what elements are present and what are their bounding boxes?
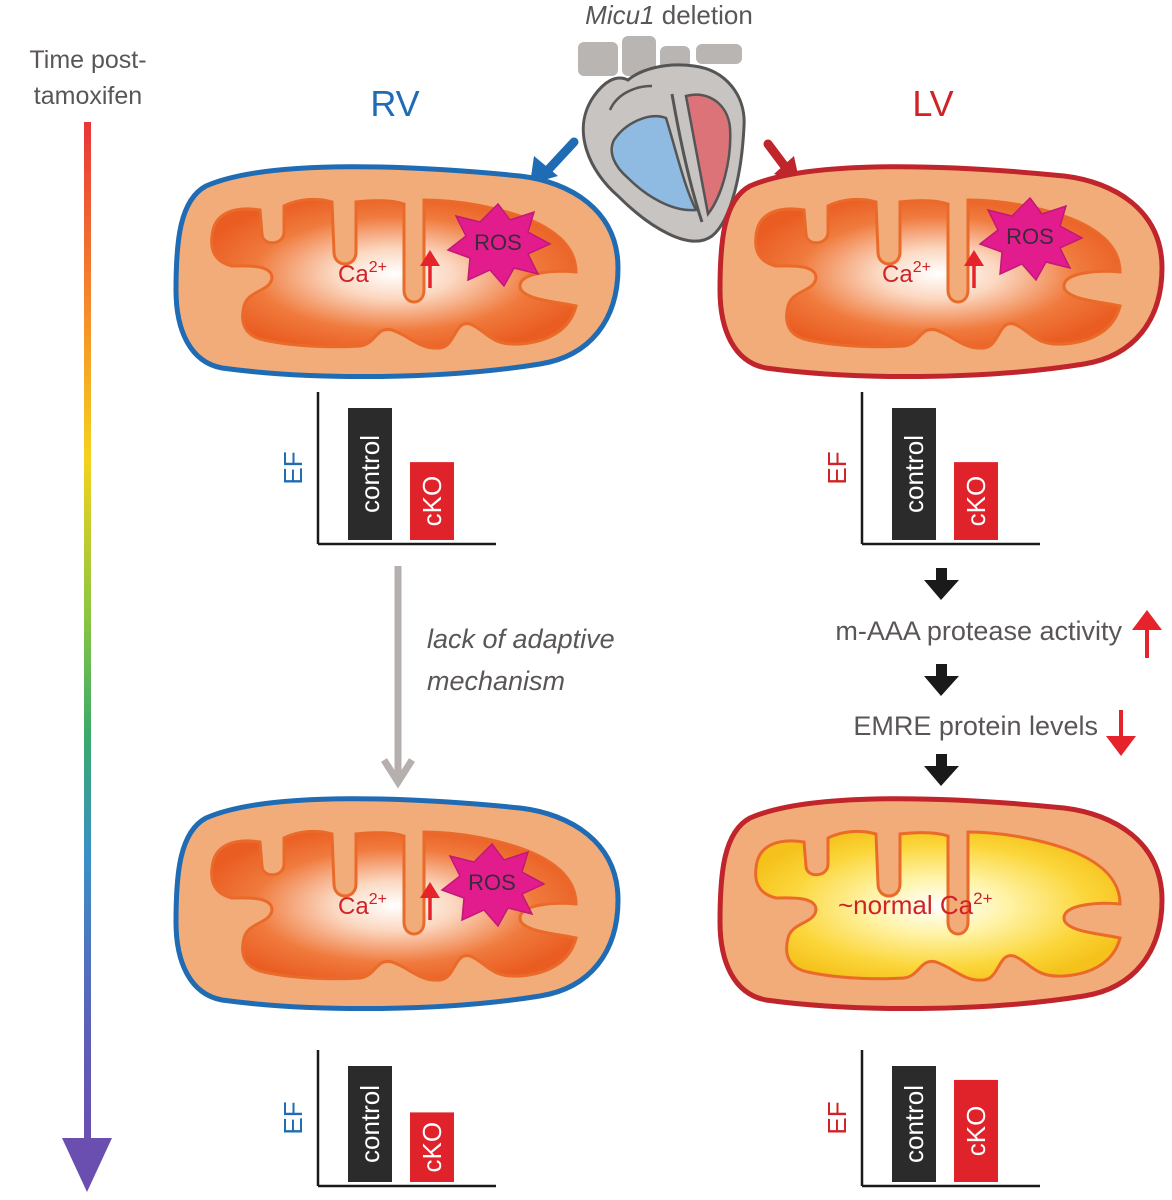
heart-septum — [670, 93, 704, 223]
bar-control — [892, 1066, 936, 1182]
rv-mito-bottom: ROS Ca2+ — [173, 796, 621, 1012]
bar-label-cko: cKO — [417, 1122, 447, 1173]
heart-lv-chamber — [684, 93, 732, 217]
rv-mito-top: ROS Ca2+ — [173, 164, 621, 380]
time-axis-label-line2: tamoxifen — [34, 82, 142, 110]
ca-up-arrow — [964, 250, 984, 288]
ef-chart-rv-late: EF control cKO — [278, 1050, 496, 1188]
ros-label: ROS — [474, 230, 522, 255]
ca-label: Ca2+ — [882, 259, 931, 288]
ef-chart-lv-late: EF control cKO — [822, 1050, 1040, 1188]
heart-illustration: Micu1 deletion — [578, 0, 753, 243]
heart-rv-chamber — [610, 115, 698, 212]
lv-flow-arrow-2 — [924, 664, 959, 696]
rv-note-line2: mechanism — [427, 666, 565, 696]
bar-label-cko: cKO — [417, 476, 447, 527]
lv-mito-top: ROS Ca2+ — [717, 164, 1165, 380]
heart-vessel-2 — [622, 36, 656, 76]
ros-burst: ROS — [979, 197, 1083, 281]
lv-label: LV — [912, 83, 953, 124]
y-axis-label: EF — [822, 451, 852, 484]
bar-control — [892, 408, 936, 540]
heart-inner-wall — [608, 84, 653, 111]
bar-cko — [410, 1112, 454, 1182]
ros-burst: ROS — [441, 843, 545, 927]
bar-label-control: control — [355, 435, 385, 513]
bar-label-cko: cKO — [961, 1106, 991, 1157]
lv-mito-bottom: ~normal Ca2+ — [717, 796, 1165, 1012]
lv-step1-up-arrow — [1132, 610, 1162, 658]
bar-cko — [954, 1079, 998, 1182]
time-gradient-bar — [84, 122, 91, 1142]
lv-step2: EMRE protein levels — [853, 711, 1098, 741]
bar-control — [348, 408, 392, 540]
lv-flow-arrow-3 — [924, 754, 959, 786]
y-axis-label: EF — [278, 1101, 308, 1134]
rv-label: RV — [370, 83, 419, 124]
lv-flow-arrow-1 — [924, 568, 959, 600]
ros-label: ROS — [468, 870, 516, 895]
y-axis-label: EF — [278, 451, 308, 484]
ca-label: Ca2+ — [338, 891, 387, 920]
ca-up-arrow — [420, 250, 440, 288]
normal-ca-label: ~normal Ca2+ — [838, 889, 993, 920]
y-axis-label: EF — [822, 1101, 852, 1134]
ros-burst: ROS — [447, 203, 551, 287]
ca-label: Ca2+ — [338, 259, 387, 288]
bar-label-control: control — [355, 1085, 385, 1163]
rv-note-line1: lack of adaptive — [427, 624, 615, 654]
bar-label-control: control — [899, 435, 929, 513]
bar-cko — [410, 462, 454, 540]
ca-up-arrow — [420, 882, 440, 920]
lv-step2-down-arrow — [1106, 710, 1136, 756]
time-axis: Time post- tamoxifen — [29, 46, 147, 1192]
bar-control — [348, 1066, 392, 1182]
ef-chart-rv-early: EF control cKO — [278, 392, 496, 546]
heart-vessel-4 — [696, 44, 742, 64]
bar-label-cko: cKO — [961, 476, 991, 527]
lv-step1: m-AAA protease activity — [835, 616, 1122, 646]
mito-matrix — [754, 829, 1122, 982]
ef-chart-lv-early: EF control cKO — [822, 392, 1040, 546]
ros-label: ROS — [1006, 224, 1054, 249]
bar-cko — [954, 462, 998, 540]
heart-vessel-1 — [578, 42, 618, 76]
bar-label-control: control — [899, 1085, 929, 1163]
heart-title: Micu1 deletion — [585, 0, 753, 30]
rv-gray-arrow — [381, 566, 415, 789]
time-arrowhead — [62, 1138, 112, 1192]
time-axis-label-line1: Time post- — [29, 46, 146, 74]
